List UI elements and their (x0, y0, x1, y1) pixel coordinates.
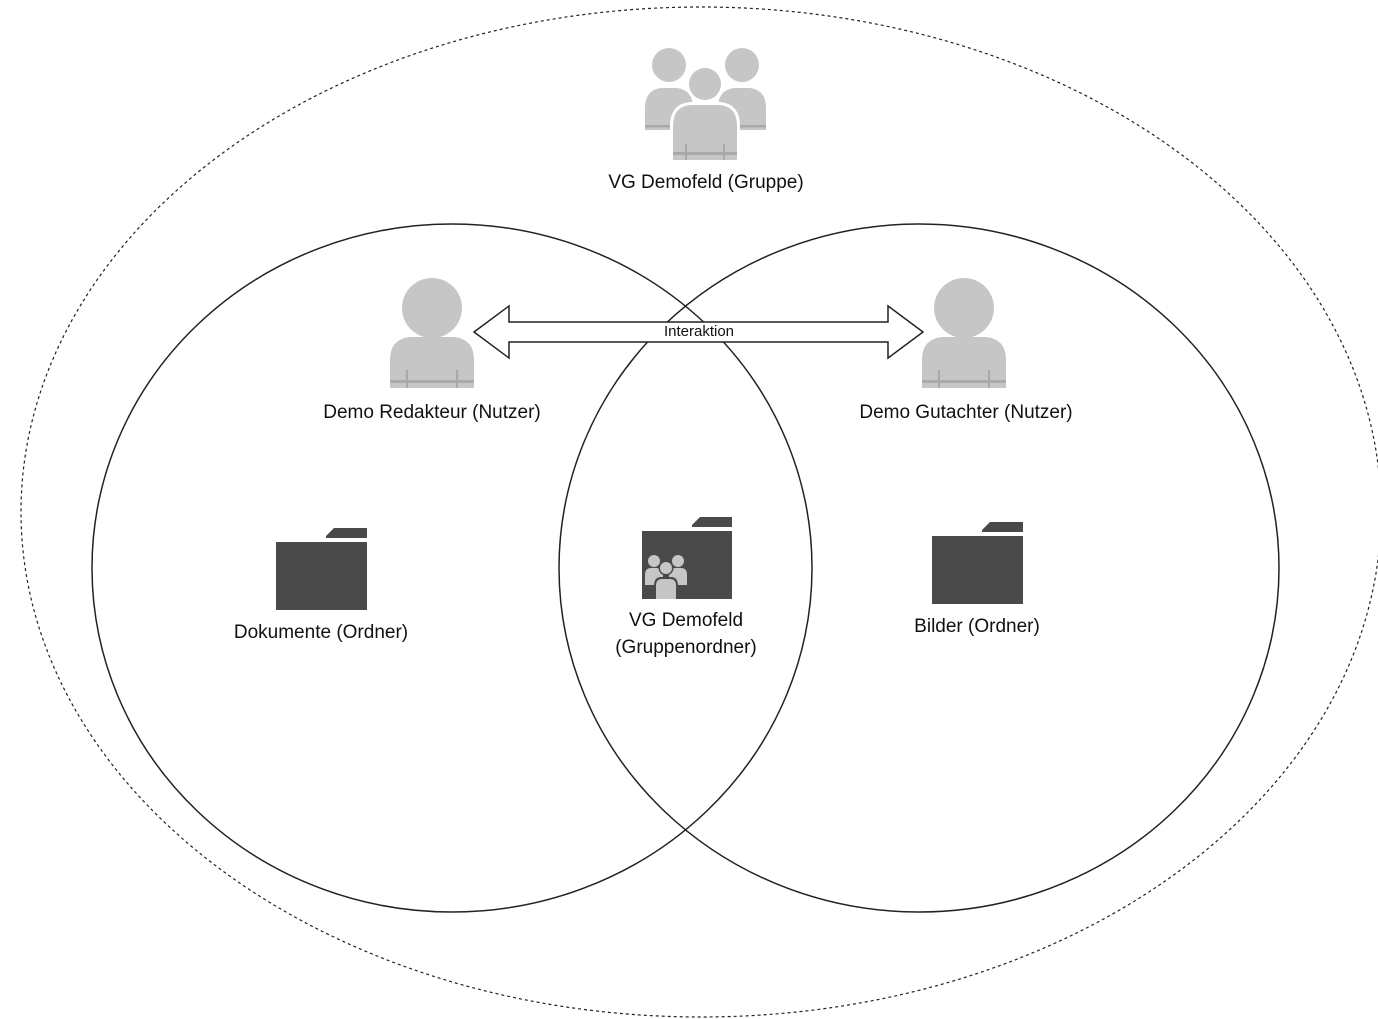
user-circle-right (558, 223, 1280, 913)
user-icon (922, 278, 1006, 388)
user-label-left: Demo Redakteur (Nutzer) (323, 402, 541, 423)
folder-label-bilder: Bilder (Ordner) (914, 616, 1040, 637)
user-label-right: Demo Gutachter (Nutzer) (859, 402, 1073, 423)
folder-icon (276, 528, 367, 610)
folder-label-group-line1: VG Demofeld (628, 610, 744, 631)
group-label: VG Demofeld (Gruppe) (608, 172, 804, 193)
folder-label-group-line2: (Gruppenordner) (615, 637, 757, 658)
user-icon (390, 278, 474, 388)
interaction-label: Interaktion (654, 323, 744, 341)
user-group-icon (645, 48, 766, 160)
folder-label-dokumente: Dokumente (Ordner) (233, 622, 409, 643)
user-circle-left (91, 223, 813, 913)
folder-icon (932, 522, 1023, 604)
group-folder-icon (642, 517, 732, 599)
